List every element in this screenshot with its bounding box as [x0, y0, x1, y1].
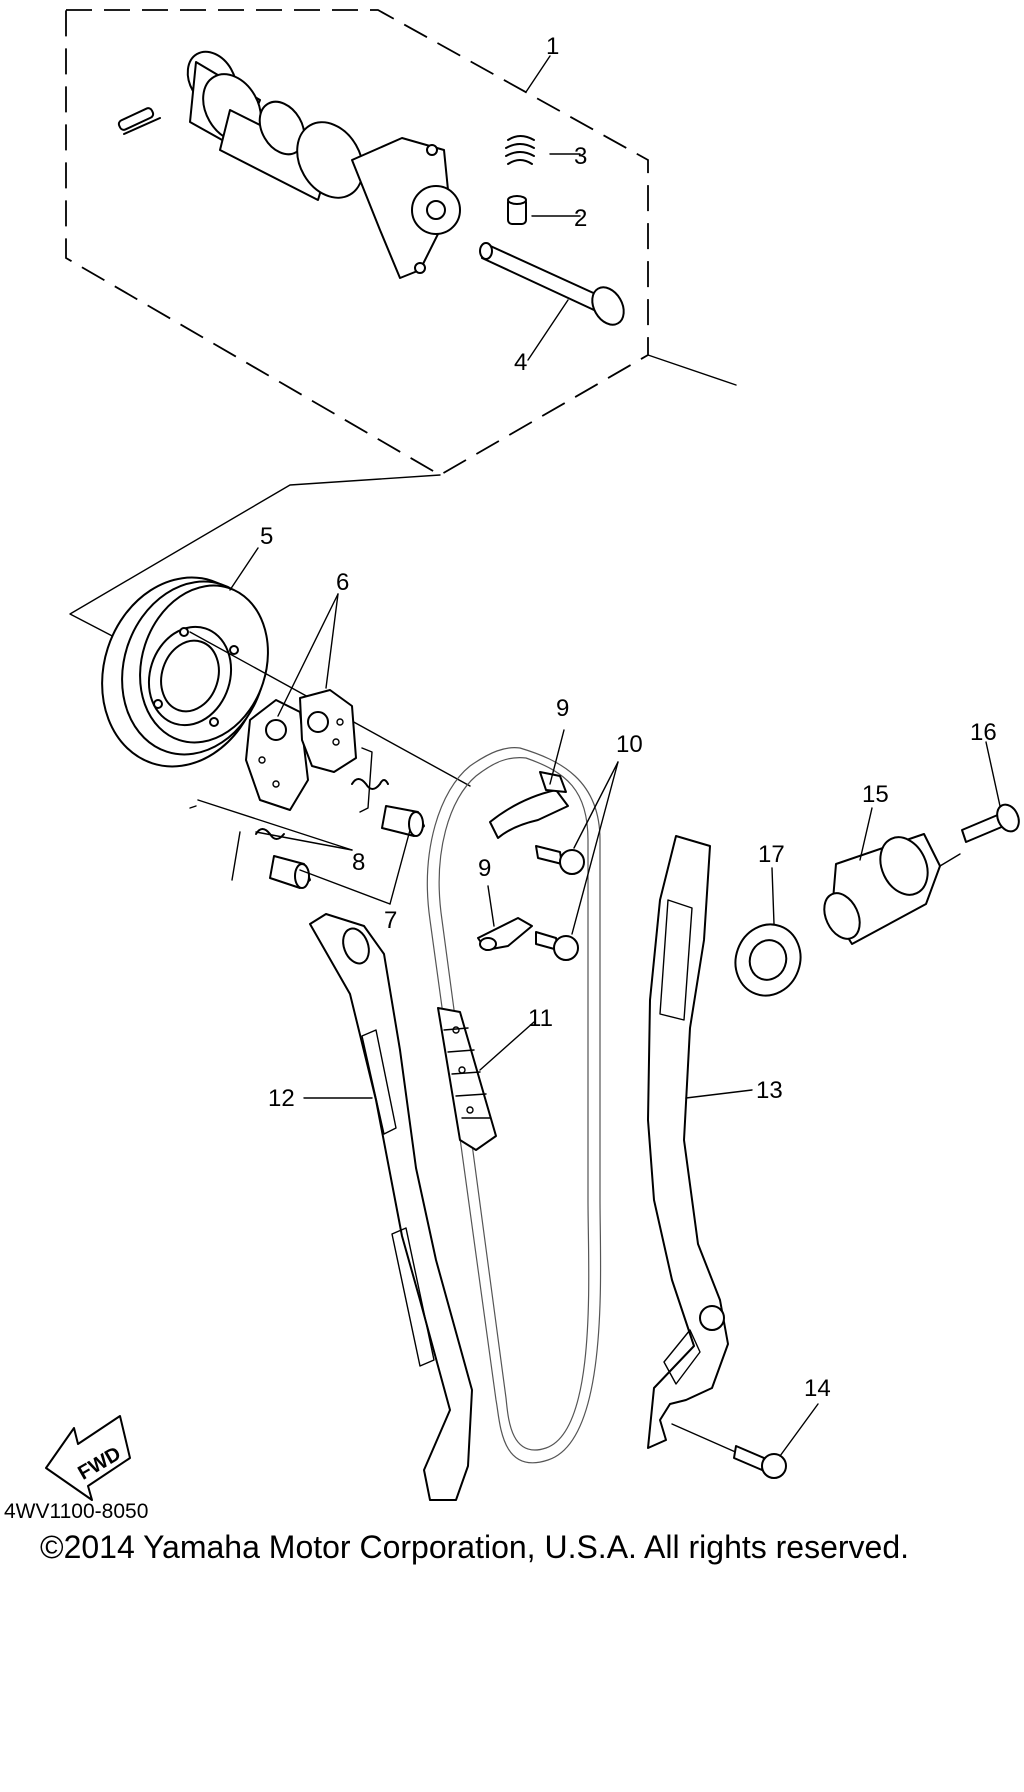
callout-7: 7 — [384, 907, 397, 934]
bolt-part-16 — [961, 803, 1020, 843]
callout-9-lower: 9 — [478, 855, 491, 882]
callout-15: 15 — [862, 781, 889, 808]
copyright-notice: ©2014 Yamaha Motor Corporation, U.S.A. A… — [40, 1529, 909, 1565]
spring-part-3 — [505, 135, 535, 165]
fwd-arrow-icon: FWD — [45, 1415, 131, 1501]
callout-2: 2 — [574, 205, 587, 232]
pin-part-2 — [507, 195, 527, 225]
callout-13: 13 — [756, 1077, 783, 1104]
callout-8: 8 — [352, 849, 365, 876]
callout-14: 14 — [804, 1375, 831, 1402]
callout-10: 10 — [616, 731, 643, 758]
leader-lines — [197, 55, 1001, 1457]
shaft-part-4 — [479, 242, 625, 326]
chain-guide-part-9-upper — [489, 771, 569, 839]
chain-links-part-11 — [437, 1007, 497, 1151]
callout-5: 5 — [260, 523, 273, 550]
callout-16: 16 — [970, 719, 997, 746]
cam-sprocket-part-5 — [101, 576, 269, 768]
callout-6: 6 — [336, 569, 349, 596]
pins-part-7 — [269, 805, 425, 889]
bolt-part-14 — [671, 1423, 787, 1479]
bolts-part-10 — [535, 845, 585, 961]
callout-17: 17 — [758, 841, 785, 868]
decompressor-plates-part-6 — [245, 689, 373, 813]
gasket-part-17 — [734, 923, 802, 997]
callout-9-upper: 9 — [556, 695, 569, 722]
camshaft — [117, 50, 461, 279]
chain-guide-part-12 — [309, 913, 473, 1501]
callout-3: 3 — [574, 143, 587, 170]
camshaft-assembly-boundary — [65, 9, 649, 477]
callout-numbers: 1 3 2 4 5 6 9 10 16 15 17 9 8 7 11 12 13… — [260, 33, 997, 1402]
callout-11: 11 — [528, 1005, 553, 1032]
tensioner-part-15 — [823, 833, 961, 945]
chain-guide-part-9-lower — [477, 917, 533, 951]
callout-4: 4 — [514, 349, 527, 376]
callout-1: 1 — [546, 33, 559, 60]
callout-12: 12 — [268, 1085, 295, 1112]
chain-guide-part-13 — [647, 835, 729, 1449]
drawing-code: 4WV1100-8050 — [4, 1500, 148, 1523]
timing-chain-loop — [426, 747, 602, 1464]
